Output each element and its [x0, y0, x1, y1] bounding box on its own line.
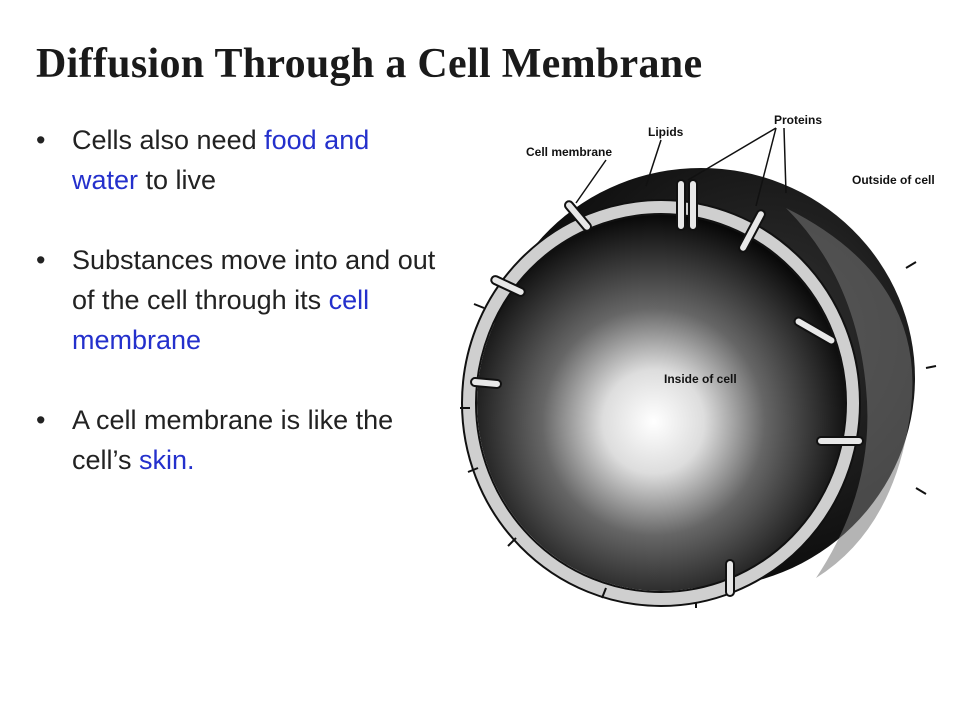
label-cell-membrane: Cell membrane [526, 145, 612, 159]
slide-title: Diffusion Through a Cell Membrane [36, 41, 703, 87]
protein-channel [470, 377, 502, 389]
bullet-item: Cells also need food and water to live [36, 120, 436, 200]
bullet-highlight: skin. [139, 445, 195, 475]
bullet-text: Cells also need [72, 125, 265, 155]
protein-channel [725, 559, 735, 597]
protein-channel [816, 436, 864, 446]
bullet-list: Cells also need food and water to live S… [36, 120, 436, 520]
membrane-fibers [460, 261, 937, 608]
bullet-text: to live [138, 165, 217, 195]
membrane-band [462, 200, 860, 606]
membrane-outline-inner [475, 213, 847, 593]
bullet-highlight: cell membrane [72, 285, 370, 355]
protein-channel [793, 316, 837, 346]
protein-channel [564, 200, 592, 232]
protein-channels [470, 179, 864, 597]
label-lipids: Lipids [648, 125, 684, 139]
protein-channel [688, 179, 698, 231]
bullet-text: Substances move into and out of the cell… [72, 245, 436, 315]
label-proteins: Proteins [774, 113, 822, 127]
bullet-highlight: food and water [72, 125, 370, 195]
protein-channel [738, 209, 766, 253]
leader-lines [575, 127, 787, 207]
protein-channel [676, 179, 686, 231]
cell-inside [477, 215, 845, 591]
bullet-item: Substances move into and out of the cell… [36, 240, 436, 360]
outside-crescent [786, 208, 913, 578]
cell-diagram: Cell membrane Lipids Proteins Outside of… [460, 113, 937, 608]
membrane-outline-outer [461, 199, 861, 607]
label-inside-of-cell: Inside of cell [664, 372, 737, 386]
bullet-item: A cell membrane is like the cell’s skin. [36, 400, 436, 480]
label-outside-of-cell: Outside of cell [852, 173, 935, 187]
protein-channel [490, 275, 526, 297]
bullet-text: A cell membrane is like the cell’s [72, 405, 394, 475]
